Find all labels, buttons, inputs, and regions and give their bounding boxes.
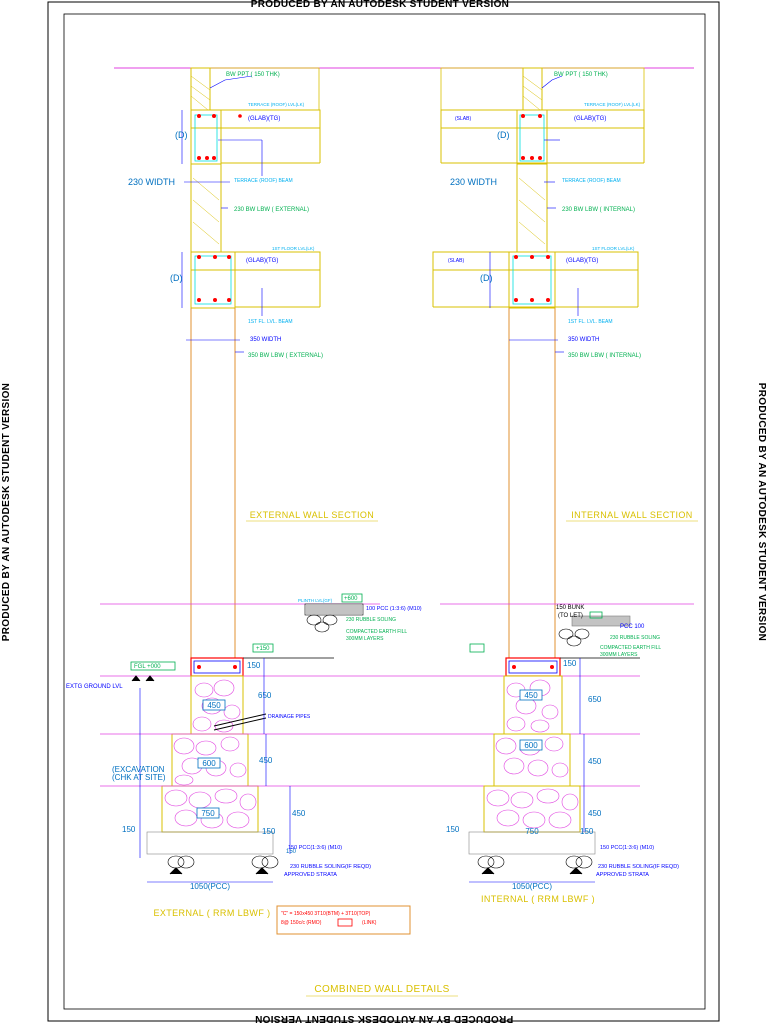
int-slab: (SLAB): [455, 116, 471, 122]
ext-roof-beam: [190, 109, 222, 165]
ext-earth-fill: COMPACTED EARTH FILL: [346, 629, 407, 635]
int-width350: 350 WIDTH: [568, 337, 599, 343]
internal-section: BW PPT ( 150 THK) TERRACE (ROOF) LVL(LK)…: [432, 67, 698, 904]
int-earth-fill: COMPACTED EARTH FILL: [600, 645, 661, 651]
ext-plinth-label: PLINTH LVL(GF): [298, 598, 333, 603]
int-floor-beam: [508, 251, 556, 309]
int-dim-150c: 150: [580, 827, 594, 836]
ext-ground-lvl: EXTG GROUND LVL: [66, 684, 123, 690]
ext-pcc-m10: 150 PCC(1:3:6) (M10): [288, 845, 342, 851]
ext-chk: (CHK AT SITE): [112, 773, 166, 782]
ext-dim-750: 750: [201, 809, 215, 818]
int-dim-450c: 450: [588, 809, 602, 818]
ext-dim-150b: 150: [122, 825, 136, 834]
int-roof-slab: [440, 109, 645, 129]
int-dim-150a: 150: [563, 659, 577, 668]
int-wall350: 350 BW LBW ( INTERNAL): [568, 353, 641, 359]
int-width230: 230 WIDTH: [450, 177, 497, 187]
ext-dim-450c: 450: [292, 809, 306, 818]
ext-strata: APPROVED STRATA: [284, 872, 337, 878]
int-floor-beam: 1ST FL. LVL. BEAM: [568, 319, 613, 325]
int-title: INTERNAL ( RRM LBWF ): [481, 894, 595, 904]
int-layers: 300MM LAYERS: [600, 652, 638, 658]
int-wall-230: [516, 163, 548, 253]
legend-line3: (LINK): [362, 920, 377, 926]
watermark-top: PRODUCED BY AN AUTODESK STUDENT VERSION: [251, 0, 509, 10]
int-wall230: 230 BW LBW ( INTERNAL): [562, 207, 635, 213]
ext-dim-450: 450: [207, 701, 221, 710]
int-rubble230: 230 RUBBLE SOLING: [610, 635, 660, 641]
rebar-legend: "C" = 150x450 3T10(BTM) + 3T10(TOP) 8@ 1…: [276, 905, 411, 935]
int-strata: APPROVED STRATA: [596, 872, 649, 878]
int-slab-tg2: (GLAB)(TG): [566, 258, 598, 264]
ext-dim-150c: 150: [262, 827, 276, 836]
legend-line1: "C" = 150x450 3T10(BTM) + 3T10(TOP): [281, 911, 371, 917]
int-section-title: INTERNAL WALL SECTION: [571, 510, 692, 520]
int-roof-beam: [516, 109, 548, 165]
ext-plinth-val: +600: [344, 596, 358, 602]
ext-dim-150a: 150: [247, 661, 261, 670]
watermark-bottom: PRODUCED BY AN AUTODESK STUDENT VERSION: [255, 1013, 513, 1024]
ext-dim-150d: 150: [286, 849, 297, 855]
external-section: BW PPT ( 150 THK) TERRACE (ROOF) LVL(LK)…: [66, 67, 640, 918]
legend-line2: 8@ 150c/c (RMO): [281, 920, 322, 926]
int-dim-450b: 450: [588, 757, 602, 766]
drawing-frame: [63, 13, 706, 1010]
int-d-label: (D): [497, 130, 510, 140]
int-terrace-beam: TERRACE (ROOF) BEAM: [562, 178, 621, 184]
ext-wall-230: [190, 163, 222, 253]
int-floor-lvl: 1ST FLOOR LVL(LK): [592, 246, 635, 251]
ext-ppt-label: BW PPT ( 150 THK): [226, 72, 280, 78]
ext-d-label2: (D): [170, 273, 183, 283]
ext-width350: 350 WIDTH: [250, 337, 281, 343]
ext-wall230: 230 BW LBW ( EXTERNAL): [234, 207, 309, 213]
ext-rubble-p: 230 RUBBLE SOLING(IF REQD): [290, 864, 371, 870]
ext-drainage: DRAINAGE PIPES: [268, 714, 311, 720]
int-bunk: 150 BUNK: [556, 605, 584, 611]
int-slab-tg: (GLAB)(TG): [574, 116, 606, 122]
ext-dim-600: 600: [202, 759, 216, 768]
ext-width230: 230 WIDTH: [128, 177, 175, 187]
ext-dim-650: 650: [258, 691, 272, 700]
ext-wall350: 350 BW LBW ( EXTERNAL): [248, 353, 323, 359]
ext-layers: 300MM LAYERS: [346, 636, 384, 642]
ext-d-label: (D): [175, 130, 188, 140]
ext-pcc100: 100 PCC (1:3:6) (M10): [366, 606, 422, 612]
int-pcc1050: 1050(PCC): [512, 882, 552, 891]
ext-floor-beam: [190, 251, 236, 309]
ext-pcc1050: 1050(PCC): [190, 882, 230, 891]
int-terrace-lvl: TERRACE (ROOF) LVL(LK): [584, 102, 641, 107]
ext-title: EXTERNAL ( RRM LBWF ): [153, 908, 270, 918]
int-ppt-label: BW PPT ( 150 THK): [554, 72, 608, 78]
ext-slab-tg2: (GLAB)(TG): [246, 258, 278, 264]
int-pcc100: PCC 100: [620, 624, 645, 630]
footer-title: COMBINED WALL DETAILS: [314, 984, 449, 995]
int-bunk2: (TO LET): [558, 613, 583, 619]
ext-slab-tg: (GLAB)(TG): [248, 116, 280, 122]
ext-rubble230: 230 RUBBLE SOLING: [346, 617, 396, 623]
int-d-label2: (D): [480, 273, 493, 283]
sheet-border: [47, 1, 720, 1022]
int-dim-650: 650: [588, 695, 602, 704]
int-rubble-p: 230 RUBBLE SOLING(IF REQD): [598, 864, 679, 870]
ext-section-title: EXTERNAL WALL SECTION: [250, 510, 374, 520]
watermark-left: PRODUCED BY AN AUTODESK STUDENT VERSION: [1, 383, 12, 641]
ext-dim-450b: 450: [259, 756, 273, 765]
ext-fgl: FGL +000: [134, 664, 161, 670]
ext-excavation: (EXCAVATION: [112, 765, 165, 774]
watermark-right: PRODUCED BY AN AUTODESK STUDENT VERSION: [756, 383, 767, 641]
ext-terrace-beam: TERRACE (ROOF) BEAM: [234, 178, 293, 184]
int-pcc-m10: 150 PCC(1:3:6) (M10): [600, 845, 654, 851]
int-dim-750: 750: [525, 827, 539, 836]
int-dim-450: 450: [524, 691, 538, 700]
int-dim-150b: 150: [446, 825, 460, 834]
ext-floor-beam: 1ST FL. LVL. BEAM: [248, 319, 293, 325]
ext-floor-lvl: 1ST FLOOR LVL(LK): [272, 246, 315, 251]
int-dim-600: 600: [524, 741, 538, 750]
ext-beam-top: +150: [256, 646, 270, 652]
int-slab2: (SLAB): [448, 258, 464, 264]
ext-terrace-lvl: TERRACE (ROOF) LVL(LK): [248, 102, 305, 107]
